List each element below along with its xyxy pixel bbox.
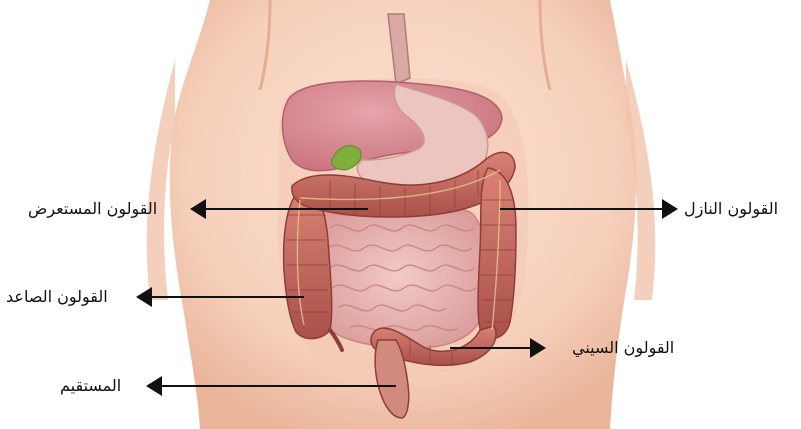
label-sigmoid-colon: القولون السيني: [572, 338, 674, 358]
descending-colon-shape: [478, 168, 516, 339]
label-transverse-colon: القولون المستعرض: [28, 199, 157, 219]
label-rectum: المستقيم: [60, 376, 121, 396]
label-descending-colon: القولون النازل: [684, 199, 778, 219]
label-ascending-colon: القولون الصاعد: [6, 287, 108, 307]
